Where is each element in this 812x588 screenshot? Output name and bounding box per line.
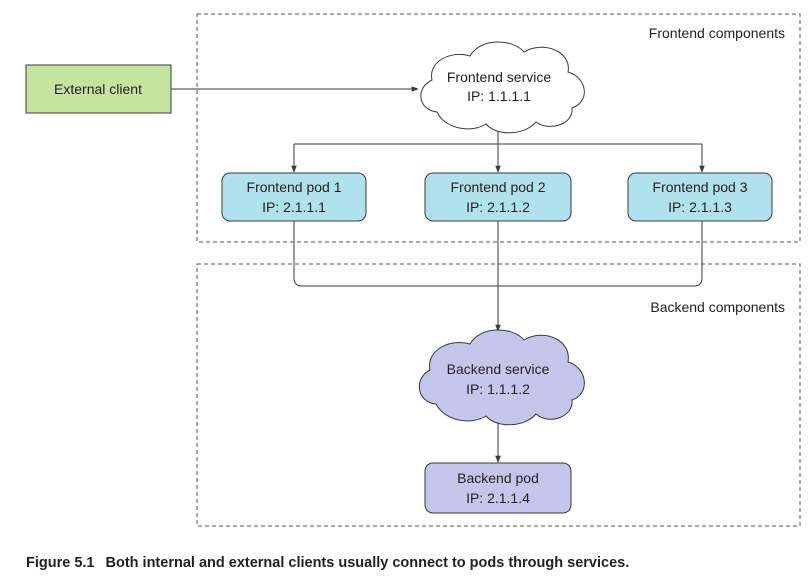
frontend-pod-1-node: Frontend pod 1 IP: 2.1.1.1 [221, 172, 367, 222]
frontend-service-name: Frontend service [447, 69, 551, 85]
backend-service-name: Backend service [447, 361, 550, 377]
frontend-service-ip: IP: 1.1.1.1 [467, 88, 531, 104]
frontend-service-cloud-shape [420, 41, 585, 134]
frontend-pod-2-name: Frontend pod 2 [451, 179, 546, 195]
external-client-node: External client [25, 64, 172, 114]
backend-service-cloud-shape [419, 329, 585, 426]
frontend-pod-3-name: Frontend pod 3 [653, 179, 748, 195]
backend-service-ip: IP: 1.1.1.2 [466, 381, 530, 397]
frontend-pod-3-ip: IP: 2.1.1.3 [668, 199, 732, 215]
backend-service-node: Backend service IP: 1.1.1.2 [419, 329, 585, 426]
external-client-label: External client [54, 81, 142, 97]
backend-pod-node: Backend pod IP: 2.1.1.4 [424, 462, 572, 514]
backend-pod-ip: IP: 2.1.1.4 [466, 490, 530, 506]
frontend-components-label: Frontend components [649, 25, 785, 41]
frontend-components-group [196, 13, 801, 243]
frontend-pod-1-name: Frontend pod 1 [247, 179, 342, 195]
frontend-pod-1-ip: IP: 2.1.1.1 [262, 199, 326, 215]
frontend-pod-3-node: Frontend pod 3 IP: 2.1.1.3 [627, 172, 773, 222]
pods-merge-line [293, 221, 703, 287]
figure-number: Figure 5.1 [26, 555, 95, 571]
frontend-pod-2-ip: IP: 2.1.1.2 [466, 199, 530, 215]
backend-pod-name: Backend pod [457, 470, 539, 486]
figure-caption: Figure 5.1 Both internal and external cli… [26, 555, 806, 571]
frontend-service-node: Frontend service IP: 1.1.1.1 [420, 41, 585, 134]
frontend-pod-2-node: Frontend pod 2 IP: 2.1.1.2 [424, 172, 572, 222]
figure-caption-text: Both internal and external clients usual… [105, 555, 630, 571]
backend-components-label: Backend components [650, 299, 785, 315]
